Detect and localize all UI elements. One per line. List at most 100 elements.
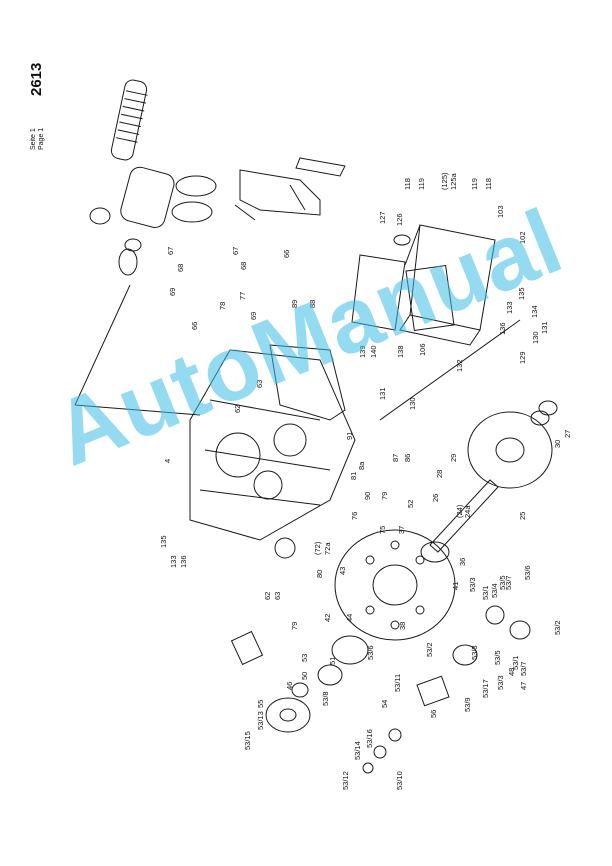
callout: 42 <box>323 614 332 622</box>
callout: 79 <box>380 492 389 500</box>
callout: 140 <box>369 345 378 358</box>
callout: 53/11 <box>393 674 402 692</box>
callout: 53/1 <box>511 655 520 670</box>
callout: 55 <box>256 700 265 708</box>
clutch-plate <box>467 411 553 489</box>
callout: 66 <box>190 322 199 330</box>
callout: 130 <box>408 397 417 410</box>
callout: 79 <box>290 622 299 630</box>
callout: 133 <box>169 555 178 568</box>
callout: 38 <box>398 622 407 630</box>
callout: 139 <box>358 345 367 358</box>
callout: 53/3 <box>470 645 479 660</box>
callout: 131 <box>378 387 387 400</box>
callout: 53/13 <box>256 711 265 730</box>
callout: 88 <box>308 300 317 308</box>
callout: 78 <box>218 302 227 310</box>
callout: 53/9 <box>463 697 472 712</box>
callout: 69 <box>168 288 177 296</box>
callout: 53/2 <box>553 620 562 635</box>
callout: (125) <box>440 172 449 190</box>
callout: 56 <box>429 710 438 718</box>
seal-rings <box>530 400 558 426</box>
callout: 53/2 <box>425 642 434 657</box>
callout: 134 <box>530 305 539 318</box>
callout: 81 <box>349 472 358 480</box>
callout: 53/6 <box>523 565 532 580</box>
callout: 53/3 <box>468 577 477 592</box>
callout: 36 <box>458 558 467 566</box>
callout: 131 <box>540 321 549 334</box>
callout: 119 <box>417 178 426 190</box>
callout: 138 <box>396 345 405 358</box>
callout: 46 <box>285 682 294 690</box>
callout: 67 <box>231 247 240 255</box>
callout: 30 <box>553 440 562 448</box>
callout: 80 <box>315 570 324 578</box>
callout: 129 <box>518 351 527 364</box>
callout-labels: 118 119 (125) 125a 119 118 103 102 127 1… <box>159 172 572 790</box>
callout: 27 <box>563 430 572 438</box>
callout: 53/14 <box>353 741 362 760</box>
callout: 47 <box>519 682 528 690</box>
callout: 53/8 <box>321 691 330 706</box>
callout: 135 <box>159 535 168 548</box>
callout: 53/16 <box>365 729 374 748</box>
callout: 133 <box>505 301 514 314</box>
callout: 102 <box>518 231 527 244</box>
callout: 91 <box>345 432 354 440</box>
callout: 125a <box>449 172 458 190</box>
callout: 69 <box>249 312 258 320</box>
callout: 53/5 <box>498 575 507 590</box>
bearing-parts <box>230 605 531 774</box>
callout: 53/3 <box>496 675 505 690</box>
callout: 77 <box>238 292 247 300</box>
mounting-bracket <box>234 157 346 221</box>
flywheel <box>334 529 456 641</box>
callout: 106 <box>418 343 427 356</box>
callout: 53/5 <box>493 650 502 665</box>
callout: 44 <box>345 614 354 622</box>
callout: 29 <box>449 454 458 462</box>
callout: 127 <box>378 211 387 224</box>
callout: 53/12 <box>341 771 350 790</box>
callout: 135 <box>517 287 526 300</box>
battery-box <box>351 224 496 346</box>
callout: 52 <box>406 500 415 508</box>
drive-shaft <box>420 479 499 563</box>
callout: 37 <box>397 526 406 534</box>
callout: 118 <box>403 178 412 190</box>
callout: 62 <box>263 592 272 600</box>
callout: 132 <box>455 359 464 372</box>
callout: 53/4 <box>490 583 499 598</box>
callout: 76 <box>350 512 359 520</box>
callout: 51 <box>328 657 337 665</box>
callout: 68 <box>239 262 248 270</box>
callout: 63 <box>255 380 264 388</box>
callout: 8a <box>357 461 366 470</box>
callout: 53/17 <box>481 679 490 698</box>
callout: 26 <box>431 494 440 502</box>
callout: 53/7 <box>519 661 528 676</box>
air-filter-housing <box>89 166 175 276</box>
callout: 103 <box>496 205 505 218</box>
callout: 50 <box>300 672 309 680</box>
callout: 130 <box>531 331 540 344</box>
callout: 24a <box>463 505 472 518</box>
callout: 53/6 <box>366 645 375 660</box>
callout: 53/7 <box>504 575 513 590</box>
callout: 54 <box>380 700 389 708</box>
callout: 41 <box>451 582 460 590</box>
callout: 53 <box>300 654 309 662</box>
callout: 62 <box>233 405 242 413</box>
callout: 126 <box>395 213 404 226</box>
callout: 119 <box>470 178 479 190</box>
callout: (72) <box>313 541 322 555</box>
callout: 48 <box>507 668 516 676</box>
callout: 4 <box>163 459 172 463</box>
callout: (24) <box>455 504 464 518</box>
callout: 28 <box>435 470 444 478</box>
engine-block <box>189 344 356 559</box>
fuel-line <box>74 284 521 421</box>
